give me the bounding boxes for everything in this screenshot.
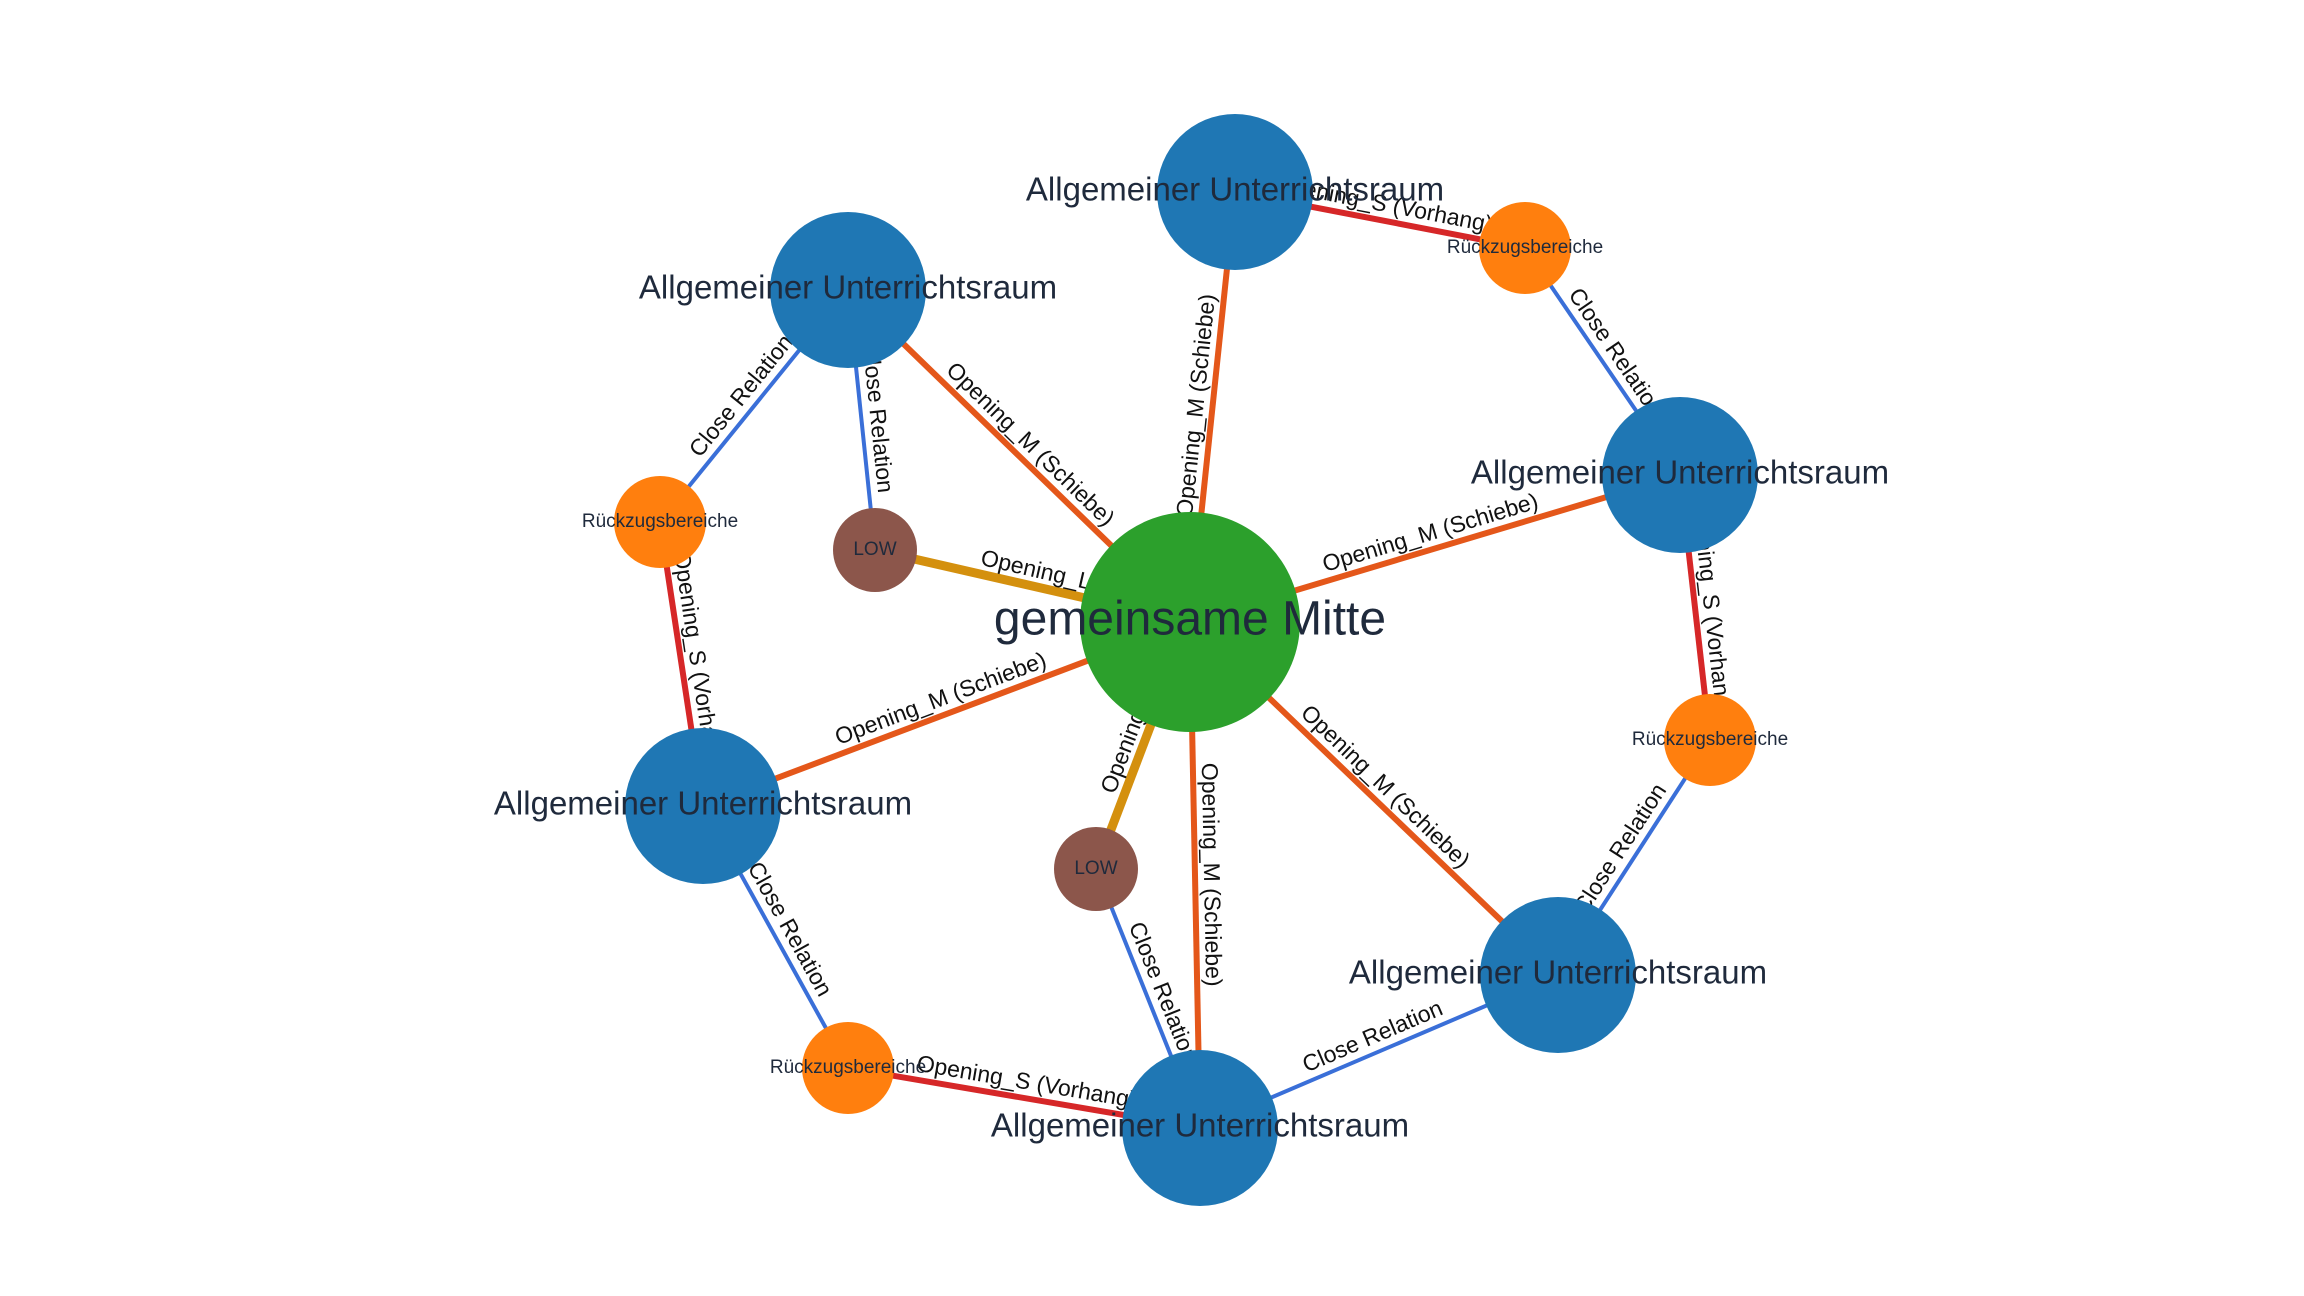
nodes-layer [614, 114, 1758, 1206]
node-label-center: gemeinsame Mitte [994, 593, 1386, 646]
edge-label: Opening_M (Schiebe) [1296, 699, 1475, 873]
node-room[interactable] [1480, 897, 1636, 1053]
node-label-room: Allgemeiner Unterrichtsraum [1471, 454, 1889, 491]
edge-label: Opening_M (Schiebe) [831, 646, 1049, 749]
edge-label: Close Relation [1124, 918, 1204, 1067]
edge-label: Close Relation [743, 857, 838, 1000]
node-low[interactable] [1054, 827, 1138, 911]
node-label-retreat: Rückzugsbereiche [1632, 729, 1788, 750]
node-room[interactable] [1602, 397, 1758, 553]
node-retreat[interactable] [802, 1022, 894, 1114]
node-room[interactable] [1122, 1050, 1278, 1206]
edge-label: Opening_M (Schiebe) [1319, 488, 1541, 577]
edge-label: Close Relation [1568, 778, 1671, 918]
node-center[interactable] [1080, 512, 1300, 732]
node-label-low: LOW [853, 539, 896, 560]
node-label-room: Allgemeiner Unterrichtsraum [991, 1107, 1409, 1144]
node-room[interactable] [770, 212, 926, 368]
node-label-room: Allgemeiner Unterrichtsraum [1349, 954, 1767, 991]
node-label-retreat: Rückzugsbereiche [1447, 237, 1603, 258]
node-room[interactable] [1157, 114, 1313, 270]
node-retreat[interactable] [614, 476, 706, 568]
edge-label: Close Relation [1564, 283, 1670, 421]
node-label-retreat: Rückzugsbereiche [582, 511, 738, 532]
edge-label: Close Relation [684, 329, 798, 462]
node-room[interactable] [625, 728, 781, 884]
edge-label: Opening_M (Schiebe) [1197, 763, 1227, 987]
edge-label: Close Relation [1298, 995, 1446, 1078]
node-label-low: LOW [1074, 858, 1117, 879]
node-label-room: Allgemeiner Unterrichtsraum [639, 269, 1057, 306]
node-label-room: Allgemeiner Unterrichtsraum [494, 785, 912, 822]
edge-label: Opening_M (Schiebe) [942, 357, 1121, 531]
node-label-room: Allgemeiner Unterrichtsraum [1026, 171, 1444, 208]
edge-label: Opening_S (Vorhang) [915, 1050, 1139, 1113]
node-retreat[interactable] [1664, 694, 1756, 786]
node-retreat[interactable] [1479, 202, 1571, 294]
node-label-retreat: Rückzugsbereiche [770, 1057, 926, 1078]
node-low[interactable] [833, 508, 917, 592]
